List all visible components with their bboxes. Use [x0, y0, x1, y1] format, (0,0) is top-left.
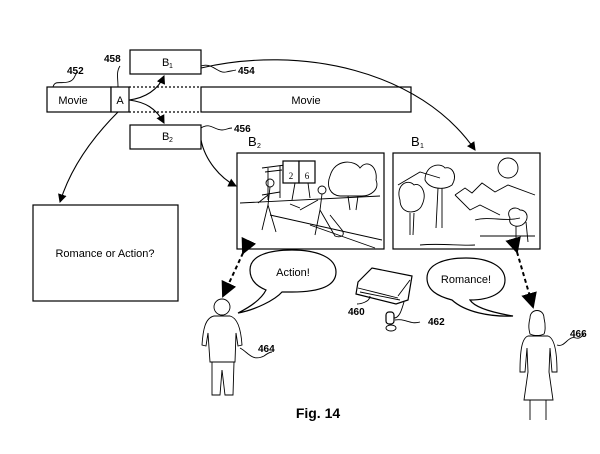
- branch-b2-label: B: [162, 131, 169, 143]
- scene-b2: B 2 2 6: [236, 134, 385, 250]
- ref-454: 454: [238, 66, 255, 77]
- microphone: 462: [385, 301, 445, 332]
- ref-456: 456: [234, 124, 251, 135]
- ref-460: 460: [348, 307, 365, 318]
- timeline-left-segment: [46, 86, 112, 113]
- timeline-left-label: Movie: [58, 95, 87, 107]
- female-viewer: 466: [519, 310, 587, 420]
- ref-452: 452: [67, 66, 84, 77]
- ref-462: 462: [428, 317, 445, 328]
- leader-456: [200, 125, 233, 131]
- arrow-b1-to-scene: [200, 59, 476, 151]
- scene-b2-subscript: 2: [257, 143, 261, 150]
- branch-b2: B 2 456: [129, 124, 251, 150]
- ref-466: 466: [570, 329, 587, 340]
- leader-452: [52, 71, 79, 88]
- timeline-right-label: Movie: [291, 95, 320, 107]
- sun-icon: [497, 157, 519, 179]
- speech-text-romance: Romance!: [441, 274, 491, 286]
- scoreboard-left: 2: [289, 171, 294, 181]
- speech-text-action: Action!: [276, 267, 310, 279]
- branch-b1-subscript: 1: [169, 63, 173, 70]
- timeline-right-segment: [200, 86, 412, 113]
- game-console: 460: [348, 267, 413, 318]
- action-scene-illustration: 2 6: [239, 160, 383, 249]
- branch-b2-box: [129, 124, 202, 150]
- male-viewer: 464: [201, 298, 275, 396]
- scene-b1-label: B: [411, 134, 420, 149]
- female-head: [528, 310, 546, 336]
- scene-b1: B 1: [392, 134, 541, 250]
- gaze-arrow-male: [221, 236, 257, 298]
- microphone-icon: [385, 311, 395, 325]
- timeline: Movie A Movie 452 458: [46, 54, 412, 113]
- branch-b1: B 1 454: [129, 49, 255, 77]
- prompt-box: [32, 204, 179, 302]
- ref-458: 458: [104, 54, 121, 65]
- arrow-to-prompt: [58, 111, 119, 204]
- landscape-illustration: [397, 157, 536, 246]
- branch-b1-label: B: [162, 57, 169, 69]
- arrow-b2-to-scene: [200, 139, 237, 187]
- branch-b2-subscript: 2: [169, 137, 173, 144]
- scene-b1-frame: [392, 152, 541, 250]
- scene-b1-subscript: 1: [420, 143, 424, 150]
- branch-b1-box: [129, 49, 202, 75]
- scene-b2-label: B: [248, 134, 257, 149]
- arrow-to-b1: [128, 74, 166, 101]
- ref-464: 464: [258, 344, 275, 355]
- leader-454: [200, 64, 237, 73]
- speech-bubble-romance: Romance!: [426, 257, 514, 317]
- scoreboard-right: 6: [305, 171, 310, 181]
- male-head: [213, 298, 231, 316]
- branch-point-label: A: [116, 95, 124, 107]
- leader-458: [117, 65, 121, 88]
- figure-caption: Fig. 14: [296, 405, 341, 421]
- speech-bubble-action: Action!: [237, 249, 337, 314]
- arrow-to-b2: [128, 99, 165, 124]
- gaze-arrow-female: [505, 236, 537, 309]
- prompt-text: Romance or Action?: [55, 248, 154, 260]
